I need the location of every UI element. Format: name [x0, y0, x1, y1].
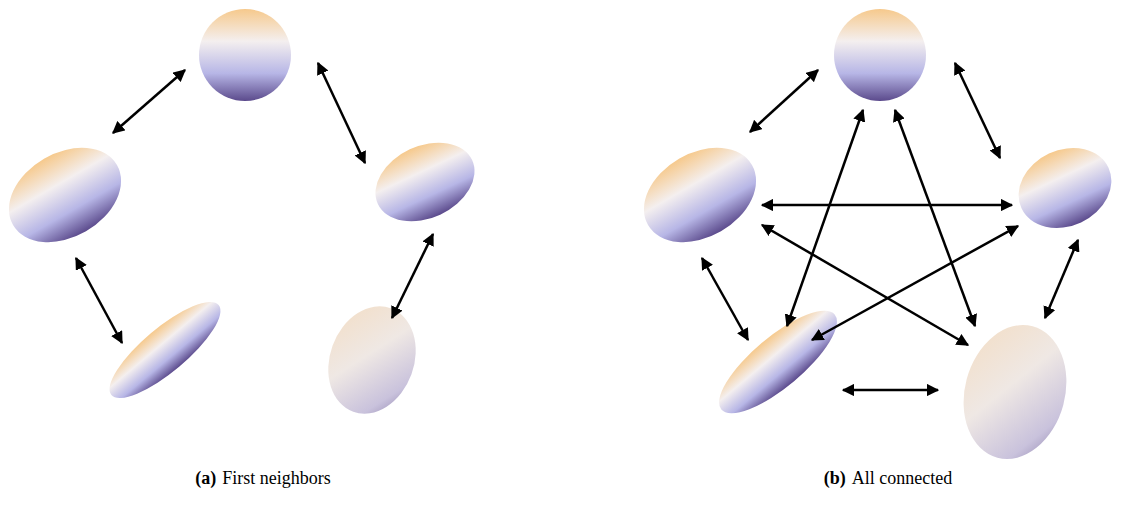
panel-b	[627, 9, 1125, 471]
subfigure-caption: (a) First neighbors	[195, 468, 331, 489]
ellipsoid	[97, 288, 233, 412]
ellipsoid	[0, 129, 138, 262]
panel-a	[0, 9, 487, 426]
subfigure-tag: (a)	[195, 468, 216, 488]
ellipsoid	[314, 294, 431, 426]
arrows	[76, 63, 433, 343]
ellipsoid	[627, 129, 773, 262]
subfigure-title: First neighbors	[222, 468, 331, 488]
ellipsoid	[705, 295, 851, 428]
ellipsoid	[363, 127, 488, 236]
ellipsoid	[949, 313, 1081, 470]
subfigure-caption: (b) All connected	[824, 468, 952, 489]
sphere	[834, 9, 926, 101]
sphere	[199, 9, 291, 101]
arrows	[702, 63, 1078, 390]
subfigure-title: All connected	[852, 468, 952, 488]
ellipsoid	[1005, 133, 1124, 242]
subfigure-tag: (b)	[824, 468, 846, 488]
